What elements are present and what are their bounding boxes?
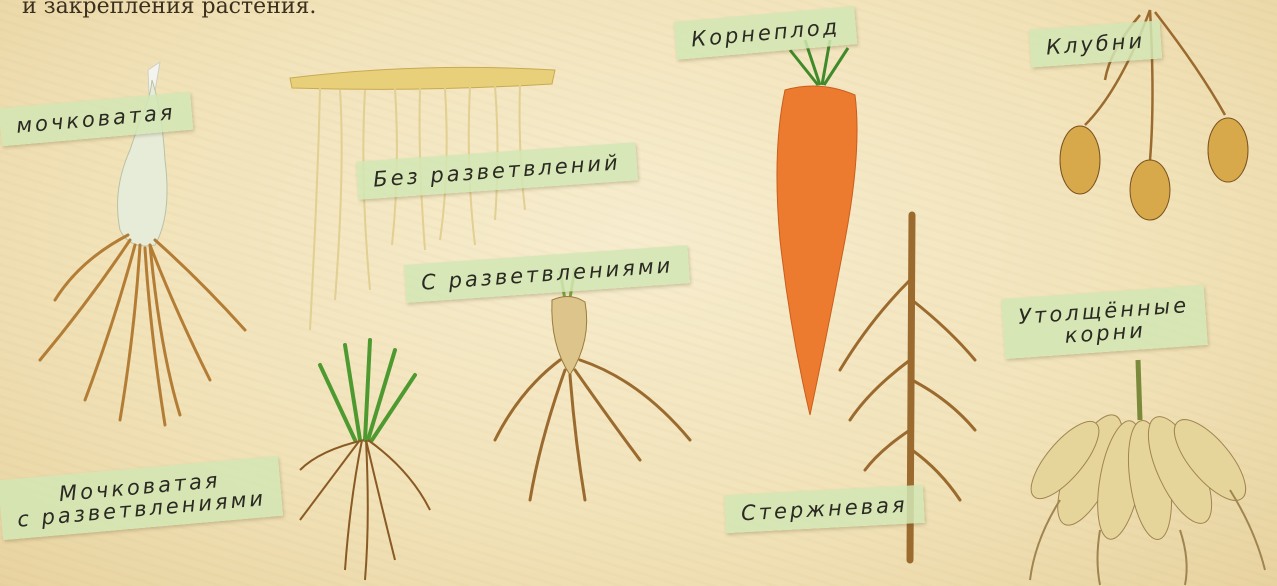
branched-root-illustration [495,268,690,500]
carrot-illustration [777,40,857,415]
thickened-roots-illustration [1020,360,1265,585]
fibrous-branched-root-illustration [300,340,430,580]
